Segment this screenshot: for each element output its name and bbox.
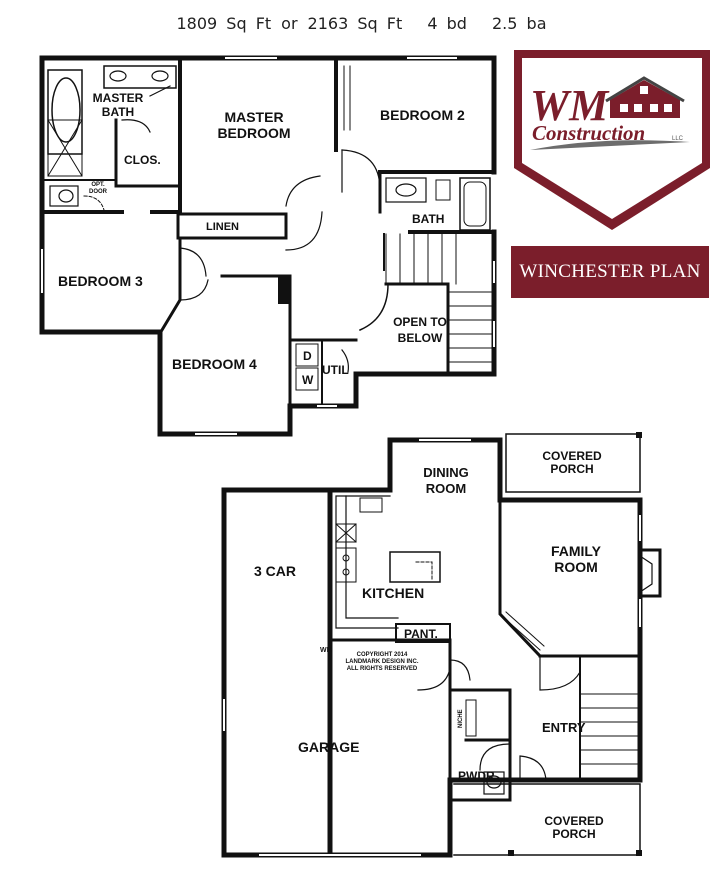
- label-garage: GARAGE: [298, 739, 359, 755]
- label-bedroom-3: BEDROOM 3: [58, 273, 143, 289]
- label-open-to-below: OPEN TO: [393, 315, 447, 329]
- bedroom-count: 4 bd: [427, 14, 467, 33]
- label-washer: W: [302, 373, 314, 387]
- house-icon: [605, 76, 685, 118]
- label-linen: LINEN: [206, 221, 239, 233]
- bathroom-count: 2.5 ba: [492, 14, 547, 33]
- plan-name-banner: WINCHESTER PLAN: [511, 246, 709, 298]
- label-niche: NICHE: [458, 709, 464, 728]
- label-powder: PWDR: [458, 769, 495, 783]
- sqft-primary: 1809 Sq Ft: [176, 14, 272, 33]
- label-dining-room-2: ROOM: [426, 481, 466, 496]
- label-copyright-2: LANDMARK DESIGN INC.: [346, 659, 419, 665]
- label-covered-porch-bottom: COVERED: [544, 814, 604, 828]
- label-closet: CLOS.: [124, 153, 161, 167]
- logo-initials: WM: [530, 81, 610, 130]
- logo-suffix: LLC: [672, 136, 684, 142]
- label-bedroom-4: BEDROOM 4: [172, 356, 257, 372]
- label-copyright-3: ALL RIGHTS RESERVED: [347, 666, 418, 672]
- label-pantry: PANT.: [404, 627, 438, 641]
- label-kitchen: KITCHEN: [362, 585, 424, 601]
- label-master-bedroom-2: BEDROOM: [217, 125, 290, 141]
- label-master-bath: MASTER: [93, 91, 144, 105]
- logo-swoosh: [530, 140, 690, 150]
- label-opt-door-2: DOOR: [89, 189, 108, 195]
- sqft-or: or: [281, 14, 298, 33]
- label-covered-porch-top-2: PORCH: [550, 462, 593, 476]
- upper-floor: [39, 55, 497, 437]
- label-covered-porch-bottom-2: PORCH: [552, 827, 595, 841]
- label-three-car: 3 CAR: [254, 563, 296, 579]
- label-water-heater: WH: [320, 647, 332, 654]
- label-entry: ENTRY: [542, 720, 586, 735]
- label-upper-bath: BATH: [412, 212, 444, 226]
- svg-text:OPT.DOOR: OPT.DOOR: [89, 182, 108, 195]
- label-family-room-2: ROOM: [554, 559, 598, 575]
- plan-stats: 1809 Sq Ft or 2163 Sq Ft 4 bd 2.5 ba: [0, 14, 723, 33]
- label-dining-room: DINING: [423, 465, 469, 480]
- label-dryer: D: [303, 349, 312, 363]
- label-util: UTIL: [322, 363, 349, 377]
- plan-name: WINCHESTER PLAN: [519, 261, 701, 282]
- main-floor: [221, 432, 662, 858]
- label-open-to-below-2: BELOW: [398, 331, 443, 345]
- label-opt-door: OPT.: [91, 182, 105, 188]
- label-master-bedroom: MASTER: [224, 109, 283, 125]
- label-covered-porch-top: COVERED: [542, 449, 602, 463]
- sqft-alternate: 2163 Sq Ft: [307, 14, 403, 33]
- label-copyright: COPYRIGHT 2014: [357, 652, 408, 658]
- label-master-bath-2: BATH: [102, 105, 134, 119]
- label-family-room: FAMILY: [551, 543, 602, 559]
- label-bedroom-2: BEDROOM 2: [380, 107, 465, 123]
- company-logo: WM Construction LLC: [514, 50, 710, 230]
